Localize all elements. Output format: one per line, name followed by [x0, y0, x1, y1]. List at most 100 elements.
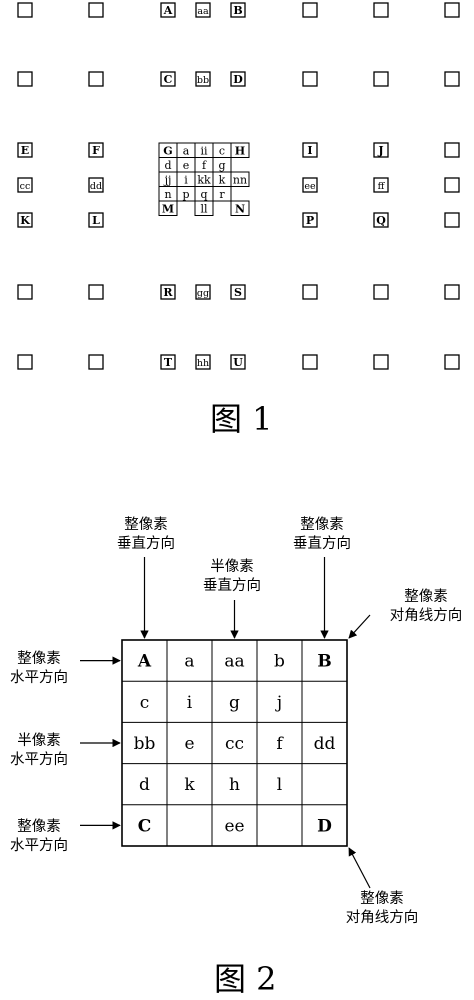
center-cell-r0-c3: c	[212, 142, 232, 158]
center-cell-r2-c0: jj	[158, 171, 178, 187]
center-cell-label: n	[164, 188, 171, 201]
label-top-right-line2: 垂直方向	[293, 536, 351, 552]
label-diagonal-bottom-line1: 整像素	[360, 891, 404, 907]
pixel-mid-r0-c1: F	[88, 142, 104, 158]
label-top-right: 整像素 垂直方向	[284, 516, 360, 554]
pixel-top-r1-c3: bb	[195, 71, 211, 87]
pixel-top-r0-c6	[373, 2, 389, 18]
label-top-middle: 半像素 垂直方向	[194, 558, 270, 596]
label-left-row5-line1: 整像素	[17, 819, 61, 835]
pixel-label: B	[233, 4, 242, 17]
pixel-bottom-r0-c0	[17, 284, 33, 300]
center-cell-r3-c2: q	[194, 186, 214, 202]
pixel-bottom-r1-c2: T	[160, 354, 176, 370]
pixel-top-r1-c6	[373, 71, 389, 87]
pixel-bottom-r1-c1	[88, 354, 104, 370]
grid-cell-r4-c2: ee	[224, 816, 244, 836]
pixel-label: E	[21, 144, 29, 157]
center-cell-r2-c4: nn	[230, 171, 250, 187]
pixel-label: gg	[197, 288, 209, 299]
label-left-row3: 半像素 水平方向	[2, 732, 76, 770]
center-cell-r3-c0: n	[158, 186, 178, 202]
pixel-label: T	[164, 356, 173, 369]
pixel-top-r1-c1	[88, 71, 104, 87]
center-cell-label: jj	[163, 173, 172, 186]
grid-cell-r3-c2: h	[229, 775, 240, 795]
center-cell-r1-c1: e	[176, 157, 196, 173]
label-left-row1: 整像素 水平方向	[2, 650, 76, 688]
pixel-bottom-r0-c5	[302, 284, 318, 300]
pixel-label: hh	[197, 358, 209, 369]
pixel-bottom-r1-c4: U	[230, 354, 246, 370]
figure-1-caption: 图 1	[210, 400, 273, 438]
center-cell-label: M	[162, 202, 174, 215]
center-cell-label: kk	[197, 173, 211, 186]
pixel-mid-r0-c0: E	[17, 142, 33, 158]
grid-cell-r1-c0: c	[140, 693, 150, 713]
pixel-label: ff	[378, 181, 386, 192]
pixel-top-r1-c2: C	[160, 71, 176, 87]
center-cell-r1-c3: g	[212, 157, 232, 173]
center-cell-r1-c2: f	[194, 157, 214, 173]
grid-cell-r4-c0: C	[138, 816, 152, 836]
label-diagonal-top: 整像素 对角线方向	[380, 588, 472, 626]
grid-cell-r0-c4: B	[317, 652, 331, 672]
pixel-label: C	[164, 73, 173, 86]
grid-cell-r0-c1: a	[184, 652, 194, 672]
center-cell-label: r	[219, 188, 225, 201]
pixel-label: I	[307, 144, 312, 157]
arrow-diagonal-top	[348, 614, 371, 639]
pixel-bottom-r0-c3: gg	[195, 284, 211, 300]
center-cell-label: nn	[233, 173, 247, 186]
pixel-mid-r1-c0: cc	[17, 177, 33, 193]
label-left-row3-line1: 半像素	[17, 733, 61, 749]
grid-cell-r2-c0: bb	[134, 734, 156, 754]
grid-cell-r0-c2: aa	[224, 652, 244, 672]
pixel-top-r0-c2: A	[160, 2, 176, 18]
pixel-top-r1-c0	[17, 71, 33, 87]
figure-2-arrows	[80, 557, 371, 889]
center-cell-label: H	[235, 144, 245, 157]
pixel-mid-r1-c7	[444, 177, 460, 193]
grid-cell-r3-c1: k	[184, 775, 195, 795]
center-cell-r3-c3: r	[212, 186, 232, 202]
center-cell-r4-c4: N	[230, 200, 250, 216]
pixel-label: A	[163, 4, 173, 17]
grid-cell-r3-c0: d	[139, 775, 150, 795]
label-diagonal-bottom-line2: 对角线方向	[345, 910, 419, 926]
pixel-label: dd	[90, 181, 102, 192]
center-cell-r2-c1: i	[176, 171, 196, 187]
pixel-bottom-r0-c6	[373, 284, 389, 300]
grid-cell-r4-c4: D	[317, 816, 332, 836]
center-cell-label: a	[183, 144, 190, 157]
center-cell-label: e	[183, 159, 190, 172]
pixel-mid-r0-c7	[444, 142, 460, 158]
grid-outline	[121, 639, 348, 847]
center-cell-r4-c0: M	[158, 200, 178, 216]
arrow-diagonal-bottom	[348, 847, 371, 889]
label-top-right-line1: 整像素	[300, 517, 344, 533]
center-cell-label: G	[163, 144, 172, 157]
grid-cell-r2-c2: cc	[225, 734, 244, 754]
pixel-label: cc	[20, 181, 31, 192]
center-cell-label: N	[235, 202, 245, 215]
pixel-label: Q	[376, 214, 386, 227]
pixel-mid-r0-c6: J	[373, 142, 389, 158]
pixel-bottom-r0-c4: S	[230, 284, 246, 300]
pixel-label: J	[377, 144, 383, 157]
pixel-top-r1-c4: D	[230, 71, 246, 87]
center-cell-r0-c4: H	[230, 142, 250, 158]
label-top-left-line2: 垂直方向	[117, 536, 175, 552]
center-cell-label: ll	[200, 202, 208, 215]
center-cell-r0-c0: G	[158, 142, 178, 158]
pixel-label: aa	[197, 6, 209, 17]
pixel-bottom-r0-c7	[444, 284, 460, 300]
pixel-bottom-r1-c0	[17, 354, 33, 370]
grid-cell-r1-c3: j	[275, 693, 282, 713]
center-cell-label: d	[164, 159, 171, 172]
pixel-label: ee	[304, 181, 316, 192]
pixel-bottom-r0-c1	[88, 284, 104, 300]
center-cell-r2-c2: kk	[194, 171, 214, 187]
pixel-mid-r2-c5: P	[302, 212, 318, 228]
